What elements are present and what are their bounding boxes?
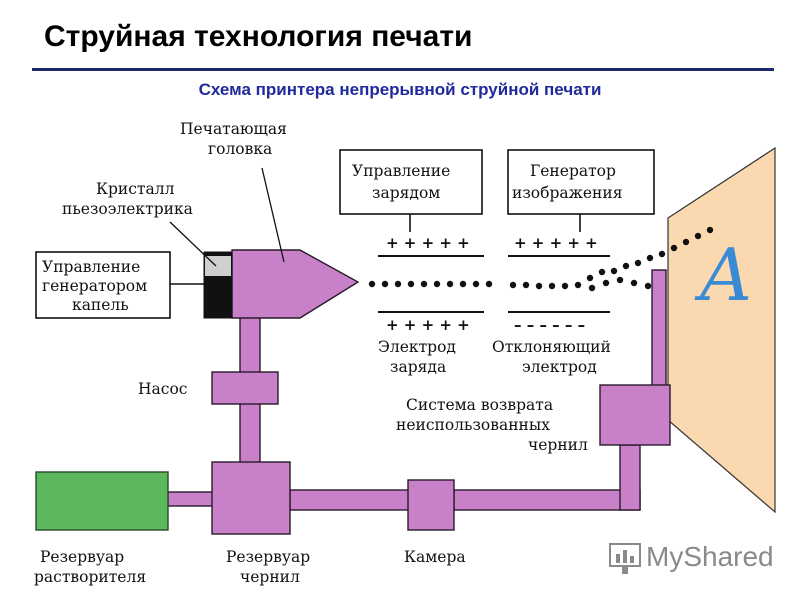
charge-electrode-top-signs: + + + + + xyxy=(386,234,470,252)
page-title: Струйная технология печати xyxy=(44,20,473,53)
ink-droplet xyxy=(588,284,596,292)
ink-droplet xyxy=(598,268,606,276)
drop-generator-control-box xyxy=(35,251,171,319)
ink-droplet xyxy=(646,254,654,262)
label-pointers xyxy=(169,167,285,267)
chamber-block xyxy=(407,479,455,531)
piezo-label-1: Кристалл xyxy=(96,180,175,198)
title-divider xyxy=(32,68,774,71)
print-head-label-1: Печатающая xyxy=(180,120,287,138)
piezo-label-2: пьезоэлектрика xyxy=(62,200,193,218)
image-generator-box xyxy=(507,149,655,215)
ink-droplet xyxy=(561,282,569,290)
print-head xyxy=(231,249,360,319)
image-generator-label-1: Генератор xyxy=(530,162,616,180)
print-head-label-2: головка xyxy=(208,140,272,158)
drop-gen-label-3: капель xyxy=(72,296,129,314)
ink-droplet xyxy=(670,244,678,252)
ink-return-label-1: Система возврата xyxy=(406,396,553,414)
ink-droplet xyxy=(630,279,638,287)
ink-return-label-2: неиспользованных xyxy=(396,416,550,434)
charge-control-label-2: зарядом xyxy=(372,184,440,202)
deflect-electrode-top-signs: + + + + + xyxy=(514,234,598,252)
ink-droplet xyxy=(634,259,642,267)
ink-droplet xyxy=(472,280,480,288)
ink-droplet xyxy=(694,232,702,240)
charge-electrode-label-2: заряда xyxy=(390,358,446,376)
solvent-label-2: растворителя xyxy=(34,568,146,586)
control-connectors xyxy=(170,214,581,285)
ink-droplet xyxy=(368,280,376,288)
ink-droplet xyxy=(574,281,582,289)
ink-droplet xyxy=(548,282,556,290)
chamber-label: Камера xyxy=(404,548,466,566)
ink-droplet xyxy=(509,281,517,289)
ink-tank-label-2: чернил xyxy=(240,568,300,586)
ink-droplet xyxy=(394,280,402,288)
ink-droplet xyxy=(381,280,389,288)
ink-droplet xyxy=(682,238,690,246)
ink-tank xyxy=(211,461,291,535)
ink-droplet xyxy=(459,280,467,288)
charge-electrode-label-1: Электрод xyxy=(378,338,456,356)
ink-droplet xyxy=(485,280,493,288)
ink-droplet xyxy=(433,280,441,288)
deflect-electrode-bottom-signs: – – – – – – xyxy=(514,316,585,334)
ink-droplet xyxy=(535,282,543,290)
charge-electrode-bottom-signs: + + + + + xyxy=(386,316,470,334)
ink-droplet xyxy=(658,250,666,258)
solvent-reservoir xyxy=(35,471,169,531)
paper-letter: A xyxy=(694,233,752,317)
ink-return-label-3: чернил xyxy=(528,436,588,454)
drop-gen-label-1: Управление xyxy=(42,258,140,276)
ink-droplet xyxy=(602,279,610,287)
myshared-logo-icon xyxy=(609,543,641,574)
watermark-text: MyShared xyxy=(646,541,774,572)
electrode-plates xyxy=(378,255,610,313)
ink-tank-label-1: Резервуар xyxy=(226,548,310,566)
ink-droplets xyxy=(368,226,714,292)
charge-control-label-1: Управление xyxy=(352,162,450,180)
pump-block xyxy=(211,371,279,405)
ink-droplet xyxy=(407,280,415,288)
ink-droplet xyxy=(610,267,618,275)
image-generator-label-2: изображения xyxy=(512,184,622,202)
ink-droplet xyxy=(586,274,594,282)
pump-label: Насос xyxy=(138,380,187,398)
deflect-electrode-label-2: электрод xyxy=(522,358,597,376)
ink-droplet xyxy=(644,282,652,290)
ink-return-block xyxy=(599,384,671,446)
paper-sheet xyxy=(667,146,776,514)
deflect-electrode-label-1: Отклоняющий xyxy=(492,338,611,356)
charge-control-box xyxy=(339,149,483,215)
drop-gen-label-2: генератором xyxy=(42,277,147,295)
ink-droplet xyxy=(706,226,714,234)
ink-droplet xyxy=(522,281,530,289)
solvent-label-1: Резервуар xyxy=(40,548,124,566)
ink-droplet xyxy=(622,262,630,270)
diagram-subtitle: Схема принтера непрерывной струйной печа… xyxy=(198,80,602,99)
ink-droplet xyxy=(616,276,624,284)
ink-droplet xyxy=(446,280,454,288)
ink-droplet xyxy=(420,280,428,288)
